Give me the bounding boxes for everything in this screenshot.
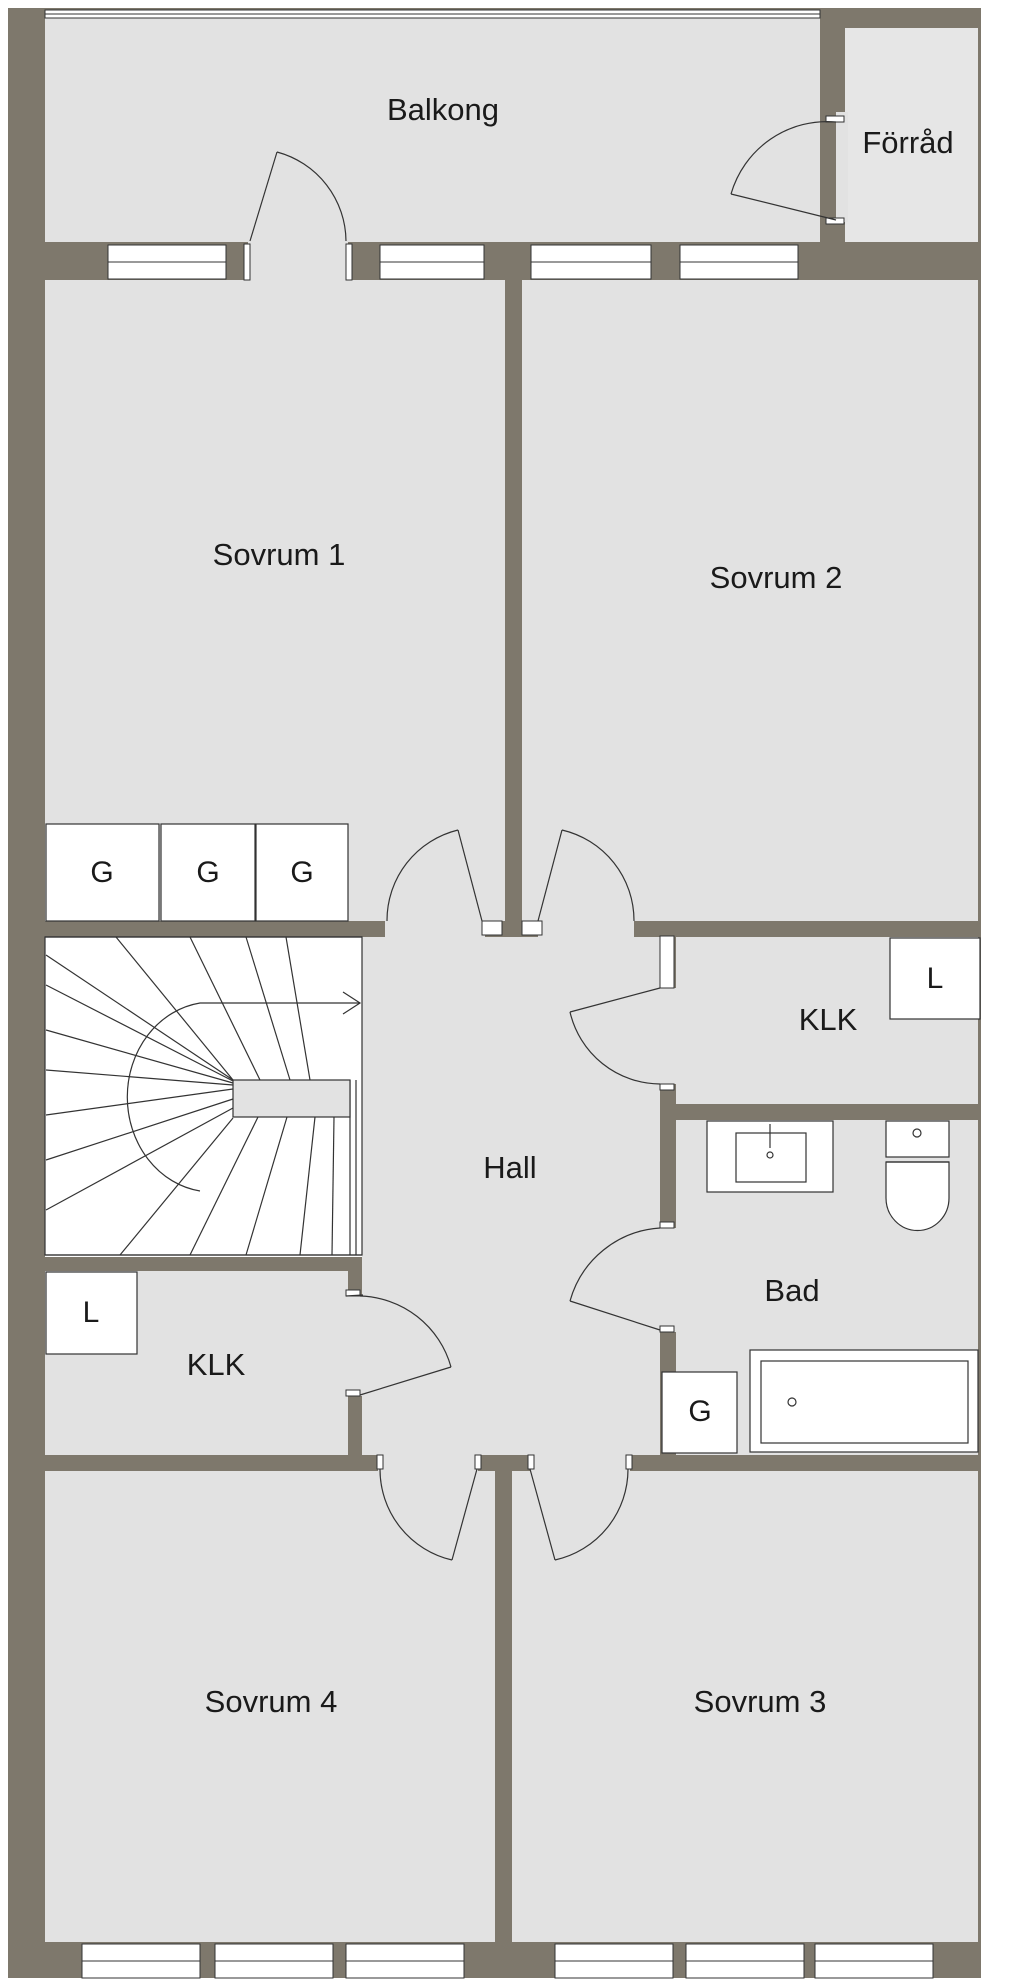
wardrobe-label: G bbox=[90, 856, 114, 889]
room-label-sovrum-2: Sovrum 2 bbox=[709, 560, 843, 595]
doors bbox=[249, 121, 837, 1561]
sovrum-1-floor bbox=[45, 280, 505, 921]
windows bbox=[81, 244, 934, 1979]
room-label-sovrum-1: Sovrum 1 bbox=[212, 537, 346, 572]
wardrobe-label: G bbox=[688, 1395, 712, 1428]
door-openings bbox=[248, 112, 848, 1473]
sovrum-2-floor bbox=[522, 280, 978, 921]
forrad-floor bbox=[845, 28, 978, 242]
sovrum-4-floor bbox=[45, 1471, 495, 1942]
wardrobe-box bbox=[45, 823, 160, 922]
door-sovrum-2 bbox=[537, 829, 635, 922]
door-sovrum-1 bbox=[386, 829, 483, 922]
wardrobe-box bbox=[661, 1371, 738, 1454]
linen-box bbox=[45, 1271, 138, 1355]
room-label-sovrum-3: Sovrum 3 bbox=[693, 1684, 827, 1719]
room-label-klk-right: KLK bbox=[798, 1002, 858, 1037]
linen-label: L bbox=[926, 962, 944, 995]
door-sovrum-3 bbox=[529, 1468, 629, 1561]
room-label-balkong: Balkong bbox=[386, 92, 500, 127]
room-label-bad: Bad bbox=[764, 1273, 820, 1308]
door-klk-left bbox=[345, 1294, 452, 1396]
door-bad bbox=[569, 1227, 661, 1331]
wardrobes-row bbox=[45, 823, 981, 1454]
sink bbox=[706, 1120, 834, 1193]
linen-label: L bbox=[82, 1296, 100, 1329]
hall-floor bbox=[362, 937, 660, 1455]
linen-box bbox=[889, 937, 981, 1020]
wardrobe-label: G bbox=[196, 856, 220, 889]
door-balkong bbox=[249, 151, 347, 242]
door-jambs bbox=[243, 115, 845, 1470]
door-sovrum-4 bbox=[379, 1468, 478, 1561]
wardrobe-label: G bbox=[290, 856, 314, 889]
door-klk-right bbox=[569, 987, 661, 1085]
staircase bbox=[44, 936, 363, 1256]
room-label-sovrum-4: Sovrum 4 bbox=[204, 1684, 338, 1719]
balkong-floor bbox=[45, 14, 820, 242]
bathtub bbox=[749, 1349, 979, 1453]
wardrobe-box bbox=[255, 823, 349, 922]
room-label-hall: Hall bbox=[483, 1150, 537, 1185]
wardrobe-box bbox=[160, 823, 256, 922]
room-label-forrad: Förråd bbox=[862, 125, 954, 160]
room-label-klk-left: KLK bbox=[186, 1347, 246, 1382]
sovrum-3-floor bbox=[512, 1471, 978, 1942]
door-forrad bbox=[730, 121, 837, 221]
toilet bbox=[885, 1120, 950, 1232]
